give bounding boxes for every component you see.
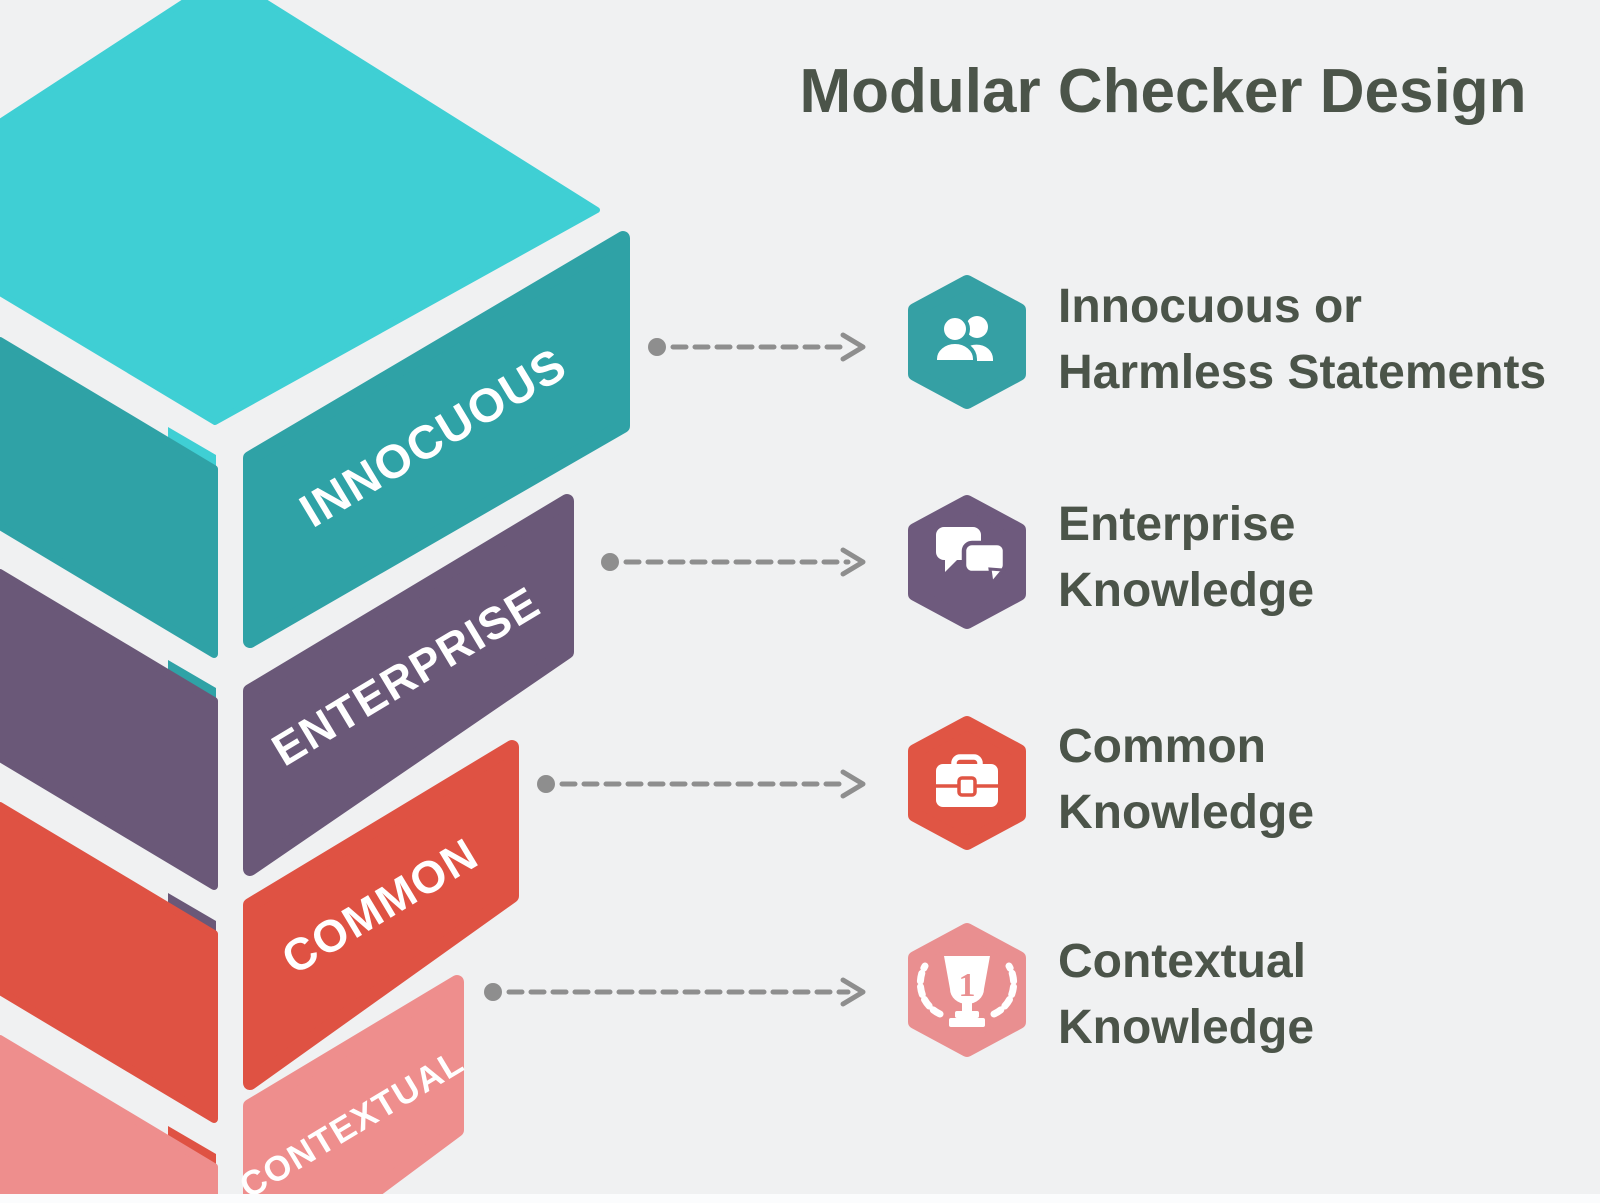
arrow-dot xyxy=(537,775,555,793)
legend-label-contextual-line2: Knowledge xyxy=(1058,1001,1314,1054)
legend-labels: Innocuous or Harmless Statements Enterpr… xyxy=(1058,280,1546,1054)
arrow-dot xyxy=(484,983,502,1001)
arrow-innocuous xyxy=(648,332,866,362)
legend-label-common-line2: Knowledge xyxy=(1058,786,1314,839)
arrow-head xyxy=(840,977,866,1007)
contextual-right-face xyxy=(243,975,464,1203)
arrow-contextual xyxy=(484,977,866,1007)
arrow-head xyxy=(840,547,866,577)
enterprise-right-face xyxy=(243,494,574,876)
legend-item-innocuous xyxy=(908,275,1026,409)
innocuous-left-face xyxy=(0,337,218,658)
page-title: Modular Checker Design xyxy=(800,57,1527,126)
chat-bubbles-icon xyxy=(936,527,1008,587)
legend-item-contextual: 1 xyxy=(908,923,1026,1057)
enterprise-left-face xyxy=(0,569,218,890)
legend-label-enterprise-line1: Enterprise xyxy=(1058,498,1295,551)
legend-item-common xyxy=(908,716,1026,850)
people-icon xyxy=(933,314,993,364)
trophy-icon: 1 xyxy=(916,956,1018,1027)
contextual-left-face xyxy=(0,1035,218,1203)
legend-label-common-line1: Common xyxy=(1058,720,1266,773)
hexagon-innocuous xyxy=(908,275,1026,409)
legend-item-enterprise xyxy=(908,495,1026,629)
arrow-enterprise xyxy=(601,547,866,577)
legend-label-innocuous-line2: Harmless Statements xyxy=(1058,346,1546,399)
arrow-head xyxy=(840,769,866,799)
stack-top-face xyxy=(0,0,600,425)
legend-label-contextual-line1: Contextual xyxy=(1058,935,1306,988)
arrow-head xyxy=(840,332,866,362)
arrow-dot xyxy=(601,553,619,571)
briefcase-icon xyxy=(936,754,998,807)
bottom-border-strip xyxy=(0,1194,1600,1203)
legend-label-innocuous-line1: Innocuous or xyxy=(1058,280,1362,333)
common-right-face xyxy=(243,740,519,1090)
trophy-number: 1 xyxy=(959,967,976,1004)
arrow-common xyxy=(537,769,866,799)
innocuous-right-face xyxy=(243,231,630,648)
arrow-dot xyxy=(648,338,666,356)
common-left-face xyxy=(0,802,218,1123)
legend-label-enterprise-line2: Knowledge xyxy=(1058,564,1314,617)
